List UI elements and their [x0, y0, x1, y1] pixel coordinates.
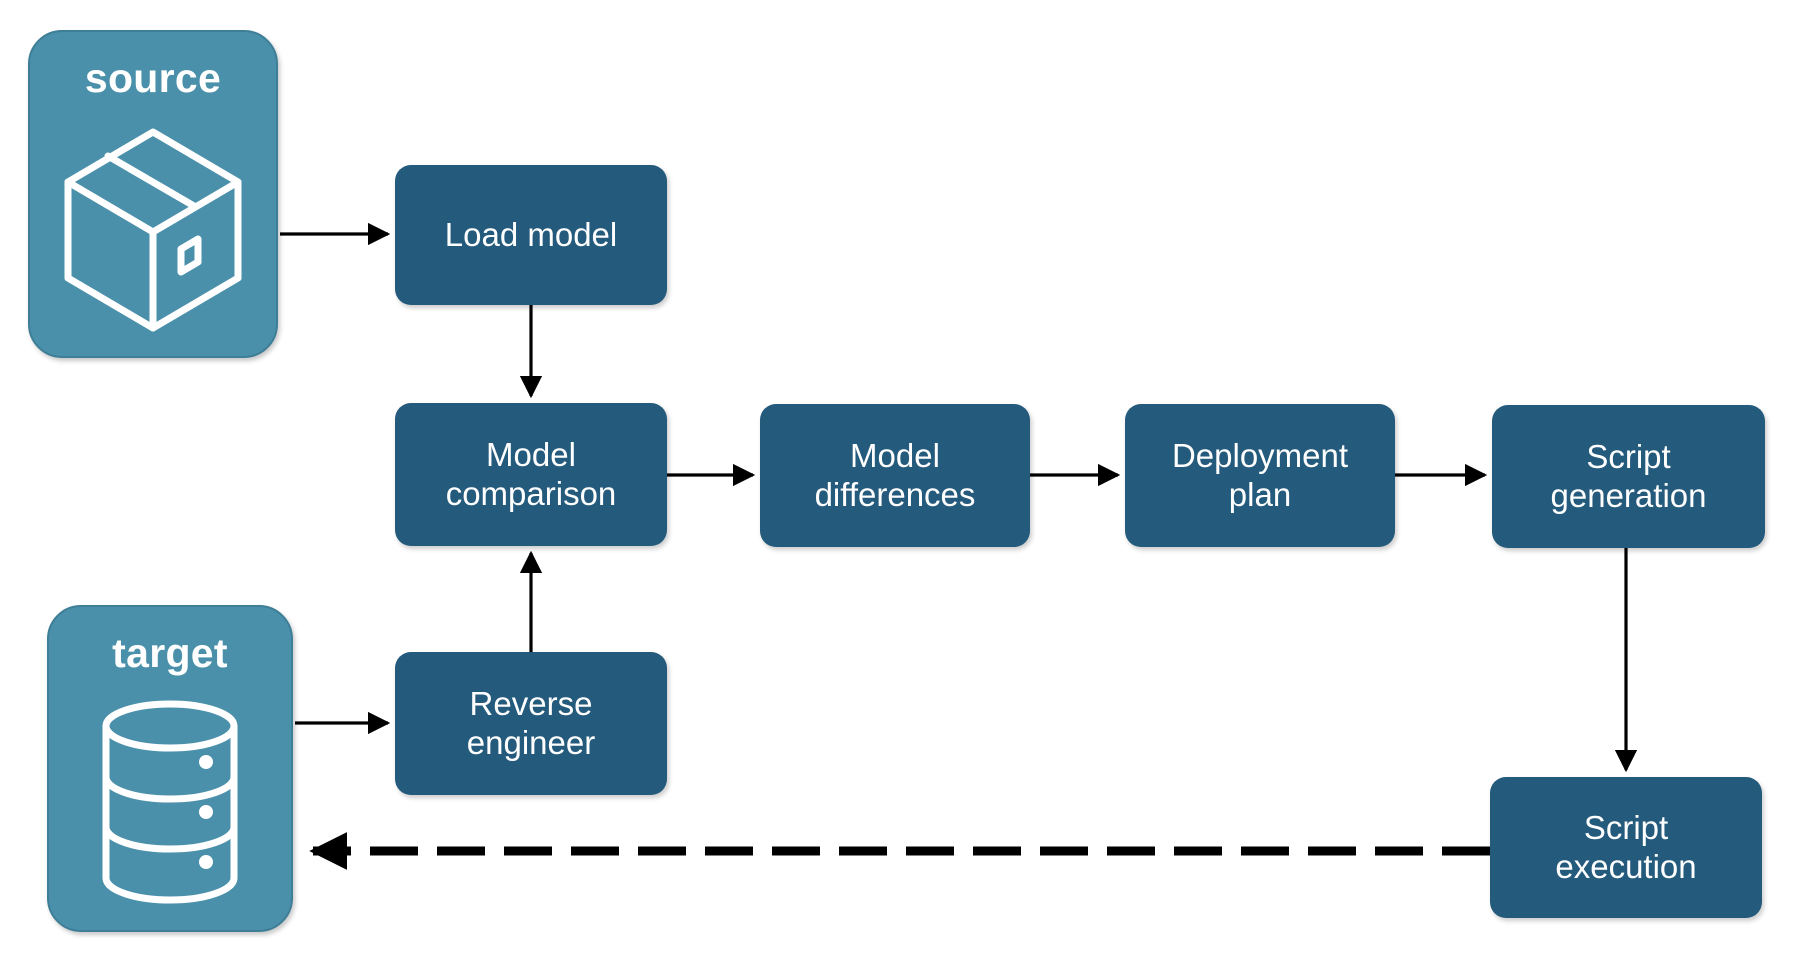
node-script-execution-line-1: Script: [1583, 808, 1669, 846]
endpoint-source[interactable]: source: [28, 30, 278, 358]
node-script-generation-line-1: Script: [1586, 437, 1671, 475]
node-model-differences-line-1: Model: [850, 436, 940, 474]
package-box-icon: [30, 99, 276, 356]
node-model-comparison-line-2: comparison: [445, 474, 617, 512]
node-script-generation[interactable]: Script generation: [1492, 405, 1765, 548]
node-script-execution-line-2: execution: [1555, 847, 1697, 885]
node-deployment-plan-line-2: plan: [1228, 475, 1292, 513]
node-model-comparison-line-1: Model: [486, 435, 576, 473]
endpoint-target[interactable]: target: [47, 605, 293, 932]
database-cylinder-icon: [49, 674, 291, 930]
node-load-model-line-1: Load model: [444, 215, 618, 253]
node-reverse-engineer-line-1: Reverse: [469, 684, 593, 722]
node-deployment-plan[interactable]: Deployment plan: [1125, 404, 1395, 547]
node-reverse-engineer-line-2: engineer: [466, 723, 596, 761]
node-model-differences[interactable]: Model differences: [760, 404, 1030, 547]
node-reverse-engineer[interactable]: Reverse engineer: [395, 652, 667, 795]
endpoint-target-label: target: [112, 630, 228, 676]
node-deployment-plan-line-1: Deployment: [1171, 436, 1349, 474]
node-script-execution[interactable]: Script execution: [1490, 777, 1762, 918]
node-model-comparison[interactable]: Model comparison: [395, 403, 667, 546]
node-load-model[interactable]: Load model: [395, 165, 667, 305]
endpoint-source-label: source: [84, 55, 222, 101]
node-script-generation-line-2: generation: [1550, 476, 1707, 514]
node-model-differences-line-2: differences: [814, 475, 976, 513]
